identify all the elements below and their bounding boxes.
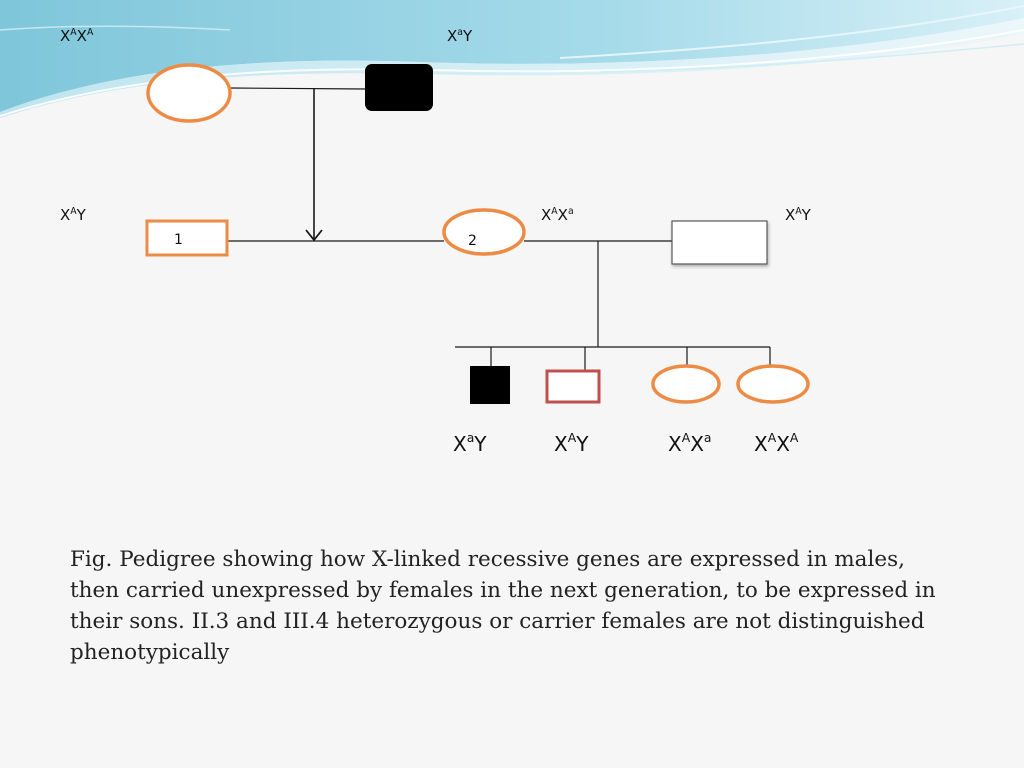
gen2-female-2-symbol [442, 208, 526, 256]
gen2-spouse-genotype: XAY [785, 205, 811, 224]
gen2-male-1-symbol [145, 219, 229, 257]
gen3-genotype-1: XaY [453, 430, 487, 456]
gen3-female-symbol [736, 364, 810, 404]
header-wave-line-2 [559, 5, 1024, 59]
figure-caption: Fig. Pedigree showing how X-linked reces… [70, 547, 936, 665]
gen1-male-genotype: XaY [447, 26, 473, 45]
header-wave-line-3 [599, 43, 1024, 73]
gen3-affected-male-symbol [470, 366, 510, 404]
descent-arrowhead [305, 229, 323, 242]
gen3-male-symbol [545, 369, 601, 404]
gen2-male-1-genotype: XAY [60, 205, 86, 224]
gen2-male-1-number: 1 [174, 232, 183, 248]
header-wave-line-4 [0, 25, 231, 31]
gen1-marriage-line [229, 87, 367, 90]
gen3-carrier-female-symbol [651, 364, 721, 404]
gen1-affected-male-symbol [365, 64, 433, 111]
gen2-female-2-number: 2 [468, 233, 477, 249]
gen3-genotype-4: XAXA [754, 430, 799, 456]
gen3-genotype-3: XAXa [668, 430, 712, 456]
header-wave-line-1 [0, 29, 1024, 117]
gen2-female-2-genotype: XAXa [541, 205, 574, 224]
gen1-female-genotype: XAXA [60, 26, 94, 45]
gen3-genotype-2: XAY [554, 430, 589, 456]
gen1-female-symbol [146, 63, 232, 123]
header-wave-light [0, 18, 1024, 118]
header-wave-main [0, 0, 1024, 112]
gen2-spouse-male-symbol [671, 220, 768, 265]
